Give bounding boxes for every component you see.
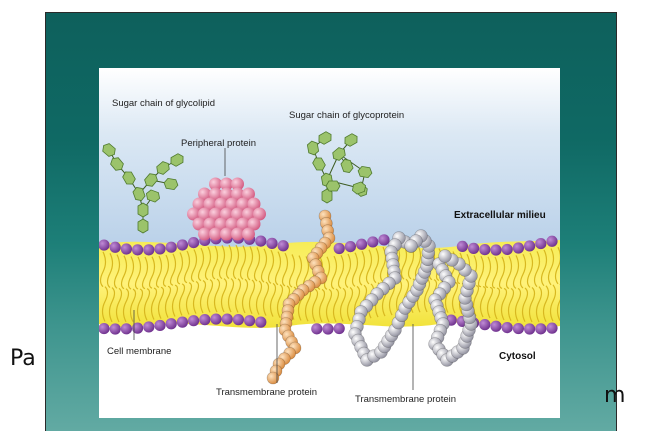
lipid-head [546,236,557,247]
sugar-unit [326,181,340,191]
lipid-head [177,317,188,328]
lipid-head [132,244,143,255]
lipid-head [490,321,501,332]
lipid-head [177,239,188,250]
label-sugar-chain-glycoprotein: Sugar chain of glycoprotein [289,110,404,121]
sugar-unit [138,219,148,233]
lipid-head [334,323,345,334]
lipid-head [255,317,266,328]
lipid-head [367,236,378,247]
lipid-bilayer [99,240,560,328]
lipid-head [524,240,535,251]
lipid-head [535,323,546,334]
lipid-head [378,234,389,245]
lipid-head [524,323,535,334]
protein-bead [439,250,452,263]
lipid-head [210,313,221,324]
label-extracellular-milieu: Extracellular milieu [454,210,546,221]
lipid-head [121,243,132,254]
cell-membrane-diagram: Sugar chain of glycolipid Peripheral pro… [99,68,560,418]
lipid-head [233,314,244,325]
sugar-unit [138,203,148,217]
lipid-head [222,313,233,324]
lipid-head [166,242,177,253]
lipid-head [356,239,367,250]
lipid-head [266,238,277,249]
lipid-head [345,241,356,252]
lipid-head [457,241,468,252]
lipid-head [255,235,266,246]
label-cytosol: Cytosol [499,351,536,362]
lipid-head [110,323,121,334]
slide-text-fragment-right: m [604,383,625,408]
lipid-head [121,323,132,334]
lipid-head [502,244,513,255]
lipid-head [188,315,199,326]
label-cell-membrane: Cell membrane [107,346,171,357]
lipid-head [535,238,546,249]
lipid-head [490,244,501,255]
lipid-head [334,243,345,254]
lipid-head [502,322,513,333]
protein-bead [405,240,418,253]
peripheral-protein-bead [242,228,255,241]
lipid-head [513,242,524,253]
slide-text-fragment-left: Pa [10,346,36,371]
lipid-head [154,320,165,331]
label-transmembrane-protein-1: Transmembrane protein [216,387,317,398]
lipid-head [468,243,479,254]
lipid-head [479,319,490,330]
lipid-head [143,244,154,255]
label-sugar-chain-glycolipid: Sugar chain of glycolipid [112,98,215,109]
label-transmembrane-protein-2: Transmembrane protein [355,394,456,405]
lipid-head [322,323,333,334]
lipid-head [166,318,177,329]
lipid-head [244,315,255,326]
lipid-head [546,323,557,334]
lipid-head [154,243,165,254]
lipid-head [199,314,210,325]
lipid-head [143,321,154,332]
lipid-head [188,237,199,248]
lipid-head [311,323,322,334]
lipid-head [513,323,524,334]
label-peripheral-protein: Peripheral protein [181,138,256,149]
lipid-head [278,240,289,251]
lipid-head [479,244,490,255]
lipid-head [110,242,121,253]
